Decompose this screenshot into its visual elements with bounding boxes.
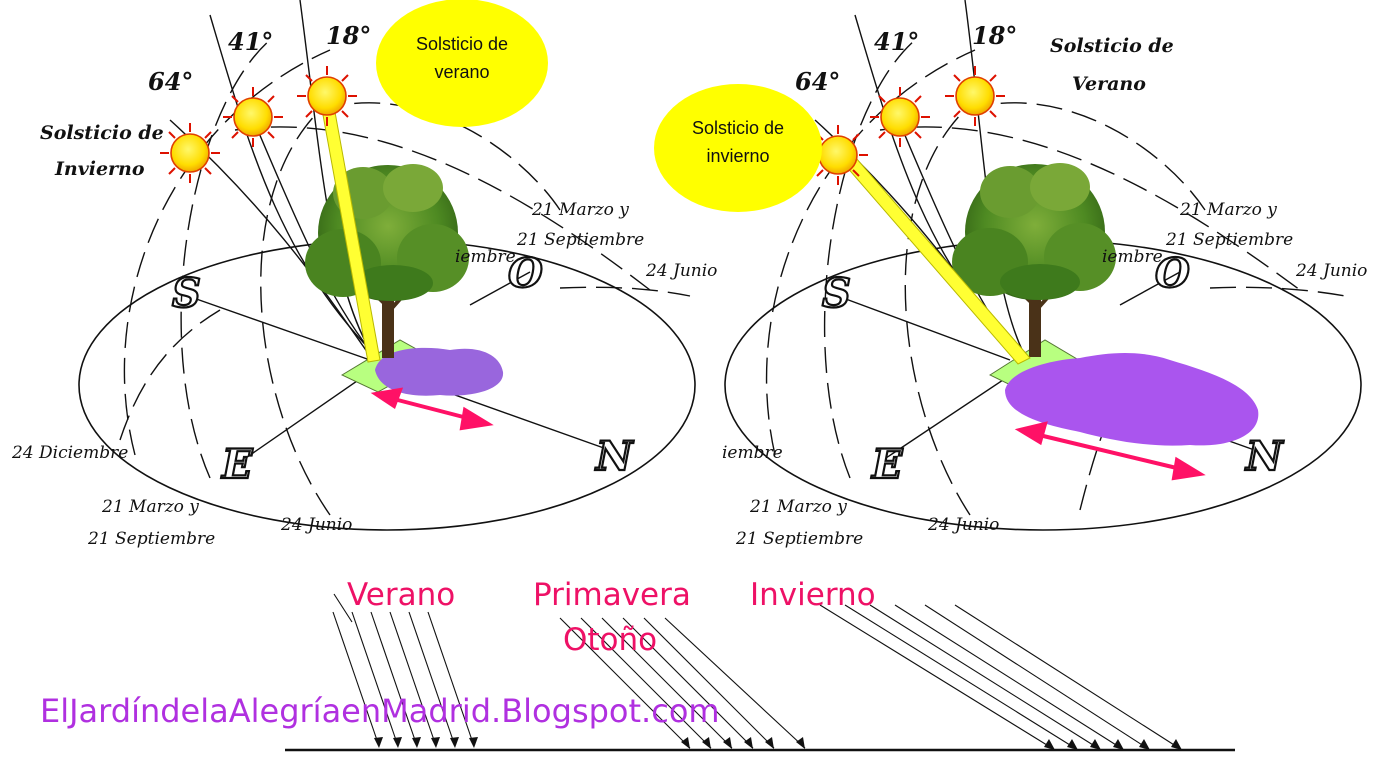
right-equinox-line1: 21 Marzo y [1179, 200, 1277, 220]
left-cardinal-e: E [221, 441, 253, 488]
right-summer-solstice-line2: Verano [1072, 73, 1146, 95]
right-june-bottom: 24 Junio [927, 515, 999, 535]
right-angle-18: 18° [972, 21, 1017, 50]
right-angle-64: 64° [795, 67, 840, 96]
right-partial-label: iembre [1102, 247, 1163, 267]
equinox-rays [559, 617, 806, 749]
right-equinox-bottom2: 21 Septiembre [735, 529, 863, 549]
summer-rays [332, 593, 475, 747]
right-cardinal-n: N [1244, 433, 1284, 480]
right-june-right: 24 Junio [1295, 261, 1367, 281]
left-cardinal-n: N [594, 433, 634, 480]
right-cardinal-s: S [822, 270, 851, 317]
left-bubble-line2: verano [434, 62, 489, 82]
right-cardinal-e: E [871, 441, 903, 488]
right-summer-solstice-line1: Solsticio de [1050, 35, 1174, 57]
left-bubble-line1: Solsticio de [416, 34, 508, 54]
season-autumn-label: Otoño [563, 622, 657, 658]
left-diagram: Solsticio de verano 64° 41° 18° Solstici… [11, 0, 717, 549]
left-winter-solstice-line1: Solsticio de [40, 122, 164, 144]
right-december-partial: iembre [722, 443, 783, 463]
right-diagram: Solsticio de invierno 64° 41° 18° Solsti… [654, 0, 1367, 549]
left-cardinal-s: S [172, 270, 201, 317]
left-december-label: 24 Diciembre [11, 443, 128, 463]
left-cardinal-o: O [508, 250, 543, 297]
left-equinox-line1: 21 Marzo y [531, 200, 629, 220]
right-equinox-bottom1: 21 Marzo y [749, 497, 847, 517]
left-angle-64: 64° [148, 67, 193, 96]
right-equinox-line2: 21 Septiembre [1165, 230, 1293, 250]
right-bubble-line2: invierno [706, 146, 769, 166]
left-angle-18: 18° [326, 21, 371, 50]
left-angle-41: 41° [228, 27, 273, 56]
season-winter-label: Invierno [750, 577, 876, 613]
left-equinox-bottom1: 21 Marzo y [101, 497, 199, 517]
blog-watermark: ElJardíndelaAlegríaenMadrid.Blogspot.com [40, 692, 720, 730]
left-equinox-line2: 21 Septiembre [516, 230, 644, 250]
right-bubble-line1: Solsticio de [692, 118, 784, 138]
season-spring-label: Primavera [533, 577, 691, 613]
left-winter-solstice-line2: Invierno [54, 158, 145, 180]
left-partial-label: iembre [455, 247, 516, 267]
left-june-right: 24 Junio [645, 261, 717, 281]
left-equinox-bottom2: 21 Septiembre [87, 529, 215, 549]
season-summer-label: Verano [347, 577, 455, 613]
right-angle-41: 41° [874, 27, 919, 56]
left-june-bottom: 24 Junio [280, 515, 352, 535]
winter-rays [819, 604, 1183, 751]
season-rays-diagram: Verano Primavera Otoño Invierno [285, 577, 1235, 752]
right-cardinal-o: O [1155, 250, 1190, 297]
